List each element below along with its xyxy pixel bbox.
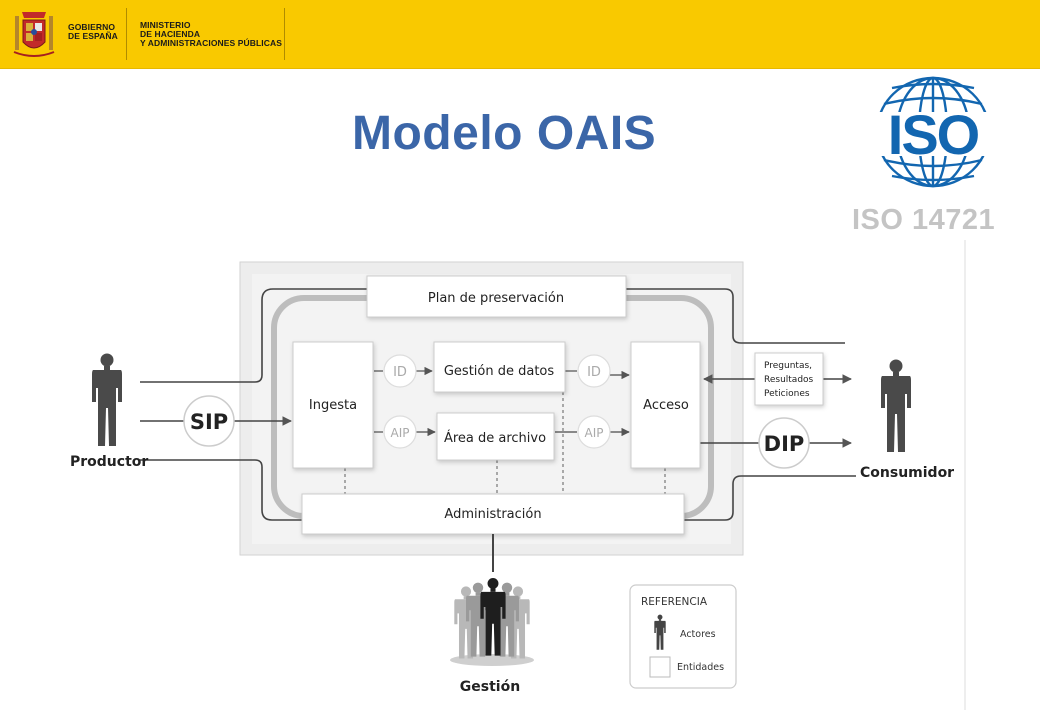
gestion-datos-box: [433, 341, 566, 393]
queries-line-2: Resultados: [764, 375, 814, 385]
consumer-person-icon: [881, 359, 911, 452]
legend-entities-label: Entidades: [677, 662, 724, 673]
sip-label: SIP: [190, 410, 228, 434]
management-group-icon: [450, 577, 534, 666]
ingesta-label: Ingesta: [309, 398, 357, 413]
sip-package: SIP: [183, 395, 235, 447]
aip-package-out: AIP: [577, 415, 611, 449]
area-archivo-label: Área de archivo: [444, 430, 546, 446]
acceso-box: [630, 341, 701, 469]
iso-logo-icon: ISO: [864, 76, 1002, 188]
iso-standard-number: ISO 14721: [852, 204, 996, 236]
id-package-in: ID: [383, 354, 417, 388]
plan-preservacion-box: [366, 275, 627, 318]
consumer-bottom-line: [684, 475, 856, 521]
id-label: ID: [587, 365, 601, 380]
header-divider: [284, 8, 285, 60]
dip-label: DIP: [764, 432, 805, 456]
administracion-label: Administración: [444, 507, 541, 522]
legend: REFERENCIA Actores Entidades: [629, 584, 737, 689]
area-archivo-box: [436, 412, 555, 461]
administracion-box: [301, 493, 685, 535]
legend-actors-label: Actores: [680, 629, 716, 640]
legend-entity-swatch: [649, 656, 671, 678]
acceso-label: Acceso: [643, 398, 689, 413]
producer-bottom-line: [140, 459, 302, 521]
iso-logo-text: ISO: [888, 103, 979, 166]
productor-label: Productor: [70, 454, 148, 470]
government-name: GOBIERNO DE ESPAÑA: [68, 22, 118, 41]
producer-person-icon: [92, 353, 122, 446]
id-label: ID: [393, 365, 407, 380]
coat-of-arms-icon: [13, 12, 55, 57]
queries-line-3: Peticiones: [764, 389, 810, 399]
producer-top-line: [140, 288, 367, 383]
legend-title: REFERENCIA: [641, 596, 708, 608]
queries-line-1: Preguntas,: [764, 361, 812, 371]
id-package-out: ID: [577, 354, 611, 388]
consumidor-label: Consumidor: [860, 465, 954, 481]
dip-package: DIP: [758, 417, 810, 469]
ministry-name: MINISTERIO DE HACIENDA Y ADMINISTRACIONE…: [140, 20, 283, 48]
gestion-datos-label: Gestión de datos: [444, 364, 555, 379]
government-banner: GOBIERNO DE ESPAÑA MINISTERIO DE HACIEND…: [0, 0, 1040, 69]
consumer-top-line: [626, 288, 845, 344]
plan-preservacion-label: Plan de preservación: [428, 291, 564, 306]
queries-box: [754, 352, 824, 406]
gestion-label: Gestión: [460, 679, 520, 695]
page-title: Modelo OAIS: [352, 107, 657, 160]
ingesta-box: [292, 341, 374, 469]
aip-package-in: AIP: [383, 415, 417, 449]
aip-label: AIP: [391, 426, 410, 440]
aip-label: AIP: [585, 426, 604, 440]
header-divider: [126, 8, 127, 60]
divider: [964, 240, 966, 710]
